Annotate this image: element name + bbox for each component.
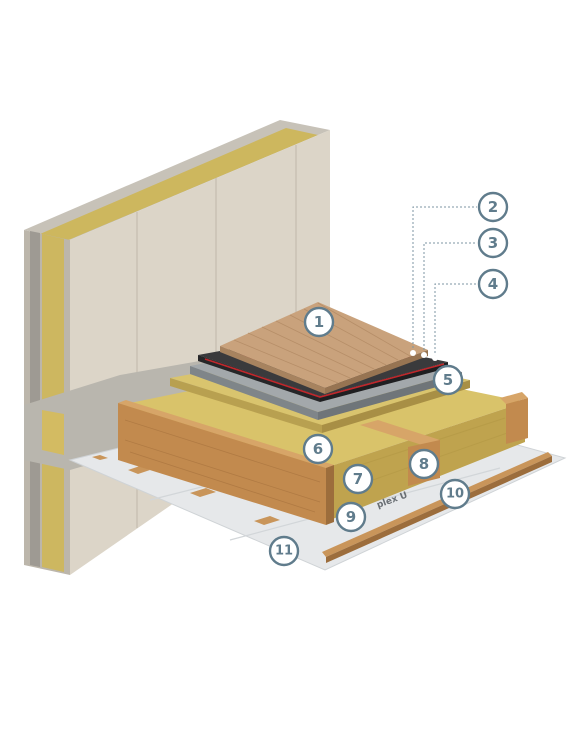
callout-badge-7: 7	[342, 463, 374, 495]
floor-finish-edge-right	[325, 350, 428, 394]
leaders	[410, 206, 477, 361]
callout-badge-1: 1	[303, 306, 335, 338]
svg-text:1: 1	[314, 313, 324, 331]
wall-base-insulation	[42, 410, 64, 455]
joist-front-end	[326, 465, 334, 525]
board-edge	[170, 378, 322, 433]
callout-badge-9: 9	[335, 501, 367, 533]
floor-board-lines	[233, 302, 411, 384]
callout-badge-4: 4	[477, 268, 509, 300]
joist-middle-top	[360, 420, 440, 445]
joist-front-face	[118, 403, 326, 525]
wall-top-insulation-band	[40, 128, 318, 241]
callout-badge-11: 11	[268, 535, 300, 567]
callout-badges: 1 2 3 4 5 6 7 8	[268, 191, 509, 567]
joist-right-top	[500, 392, 528, 404]
floor-finish-edge	[220, 346, 325, 394]
svg-text:7: 7	[353, 470, 363, 488]
leader-dot-4	[432, 355, 438, 361]
joist-right-face	[506, 398, 528, 444]
svg-text:10: 10	[446, 487, 464, 502]
callout-badge-10: 10	[439, 478, 471, 510]
batten	[254, 516, 280, 525]
wall-side-inner-board	[30, 231, 40, 567]
heating-pipe	[204, 358, 445, 398]
leader-line-3	[423, 242, 477, 354]
joist-front-top	[118, 400, 334, 468]
callout-badge-5: 5	[432, 364, 464, 396]
board-edge-right	[322, 380, 470, 433]
batten-long	[322, 452, 552, 557]
svg-text:4: 4	[488, 275, 498, 293]
svg-text:9: 9	[346, 508, 356, 526]
joist-grain	[124, 419, 321, 513]
screed-edge	[190, 366, 318, 420]
floor-finish	[220, 302, 428, 394]
svg-text:6: 6	[313, 440, 323, 458]
svg-text:11: 11	[275, 544, 293, 559]
screed-edge-right	[318, 372, 462, 420]
svg-text:2: 2	[488, 198, 498, 216]
svg-text:8: 8	[419, 455, 429, 473]
svg-text:5: 5	[443, 371, 453, 389]
batten	[92, 455, 108, 460]
callout-badge-3: 3	[477, 227, 509, 259]
leader-line-2	[412, 206, 477, 352]
callout-badge-6: 6	[302, 433, 334, 465]
floor-finish-top	[220, 302, 428, 388]
batten-long-edge	[326, 456, 552, 563]
batten	[190, 488, 216, 497]
callout-badge-2: 2	[477, 191, 509, 223]
callout-badge-8: 8	[408, 448, 440, 480]
leader-dot-3	[421, 352, 427, 358]
leader-dot-2	[410, 350, 416, 356]
leader-line-4	[434, 283, 477, 357]
svg-text:3: 3	[488, 234, 498, 252]
